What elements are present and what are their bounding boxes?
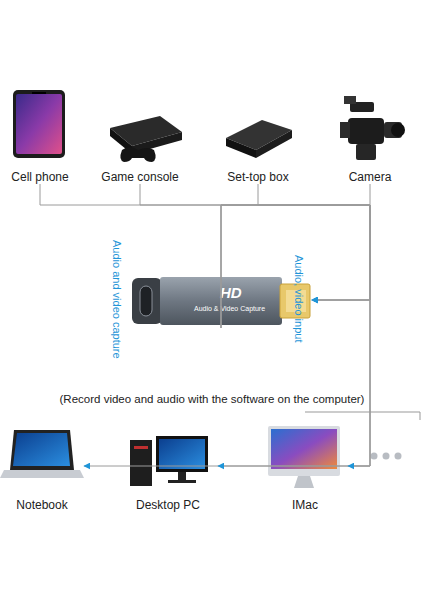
computer-node: Desktop PC bbox=[118, 420, 218, 512]
device-node: Camera bbox=[330, 90, 410, 184]
device-label: IMac bbox=[262, 498, 348, 512]
bus-line bbox=[305, 412, 420, 420]
computer-node: Notebook bbox=[0, 420, 84, 512]
note-text: (Record video and audio with the softwar… bbox=[0, 393, 424, 405]
brand-mark: HD bbox=[220, 284, 242, 301]
device-label: Game console bbox=[90, 170, 190, 184]
signal-connector bbox=[40, 184, 370, 300]
device-node: Set-top box bbox=[213, 100, 303, 184]
signal-connector bbox=[258, 184, 370, 300]
signal-connector bbox=[221, 205, 370, 466]
signal-connector bbox=[84, 205, 370, 466]
device-label: Set-top box bbox=[213, 170, 303, 184]
more-dots bbox=[371, 453, 402, 460]
input-label: Audio, video input bbox=[293, 255, 305, 342]
signal-connector bbox=[312, 184, 370, 300]
notebook-illustration bbox=[0, 430, 84, 478]
device-caption: Audio & Video Capture bbox=[194, 305, 265, 312]
imac-illustration bbox=[268, 426, 340, 488]
signal-connector bbox=[140, 184, 370, 300]
device-node: Cell phone bbox=[5, 88, 75, 184]
device-label: Desktop PC bbox=[118, 498, 218, 512]
device-node: Game console bbox=[90, 100, 190, 184]
set-top-box-illustration bbox=[226, 120, 292, 158]
phone-illustration bbox=[13, 90, 65, 158]
device-label: Camera bbox=[330, 170, 410, 184]
signal-connector bbox=[218, 205, 370, 466]
console-illustration bbox=[110, 116, 182, 162]
capture-dongle bbox=[132, 277, 310, 325]
desktop-illustration bbox=[130, 436, 208, 486]
camera-illustration bbox=[340, 96, 405, 160]
capture-device: HD Audio & Video Capture bbox=[130, 272, 312, 328]
device-label: Cell phone bbox=[5, 170, 75, 184]
device-label: Notebook bbox=[0, 498, 84, 512]
computer-node: IMac bbox=[262, 420, 348, 512]
capture-label: Audio and video capture bbox=[111, 240, 123, 359]
